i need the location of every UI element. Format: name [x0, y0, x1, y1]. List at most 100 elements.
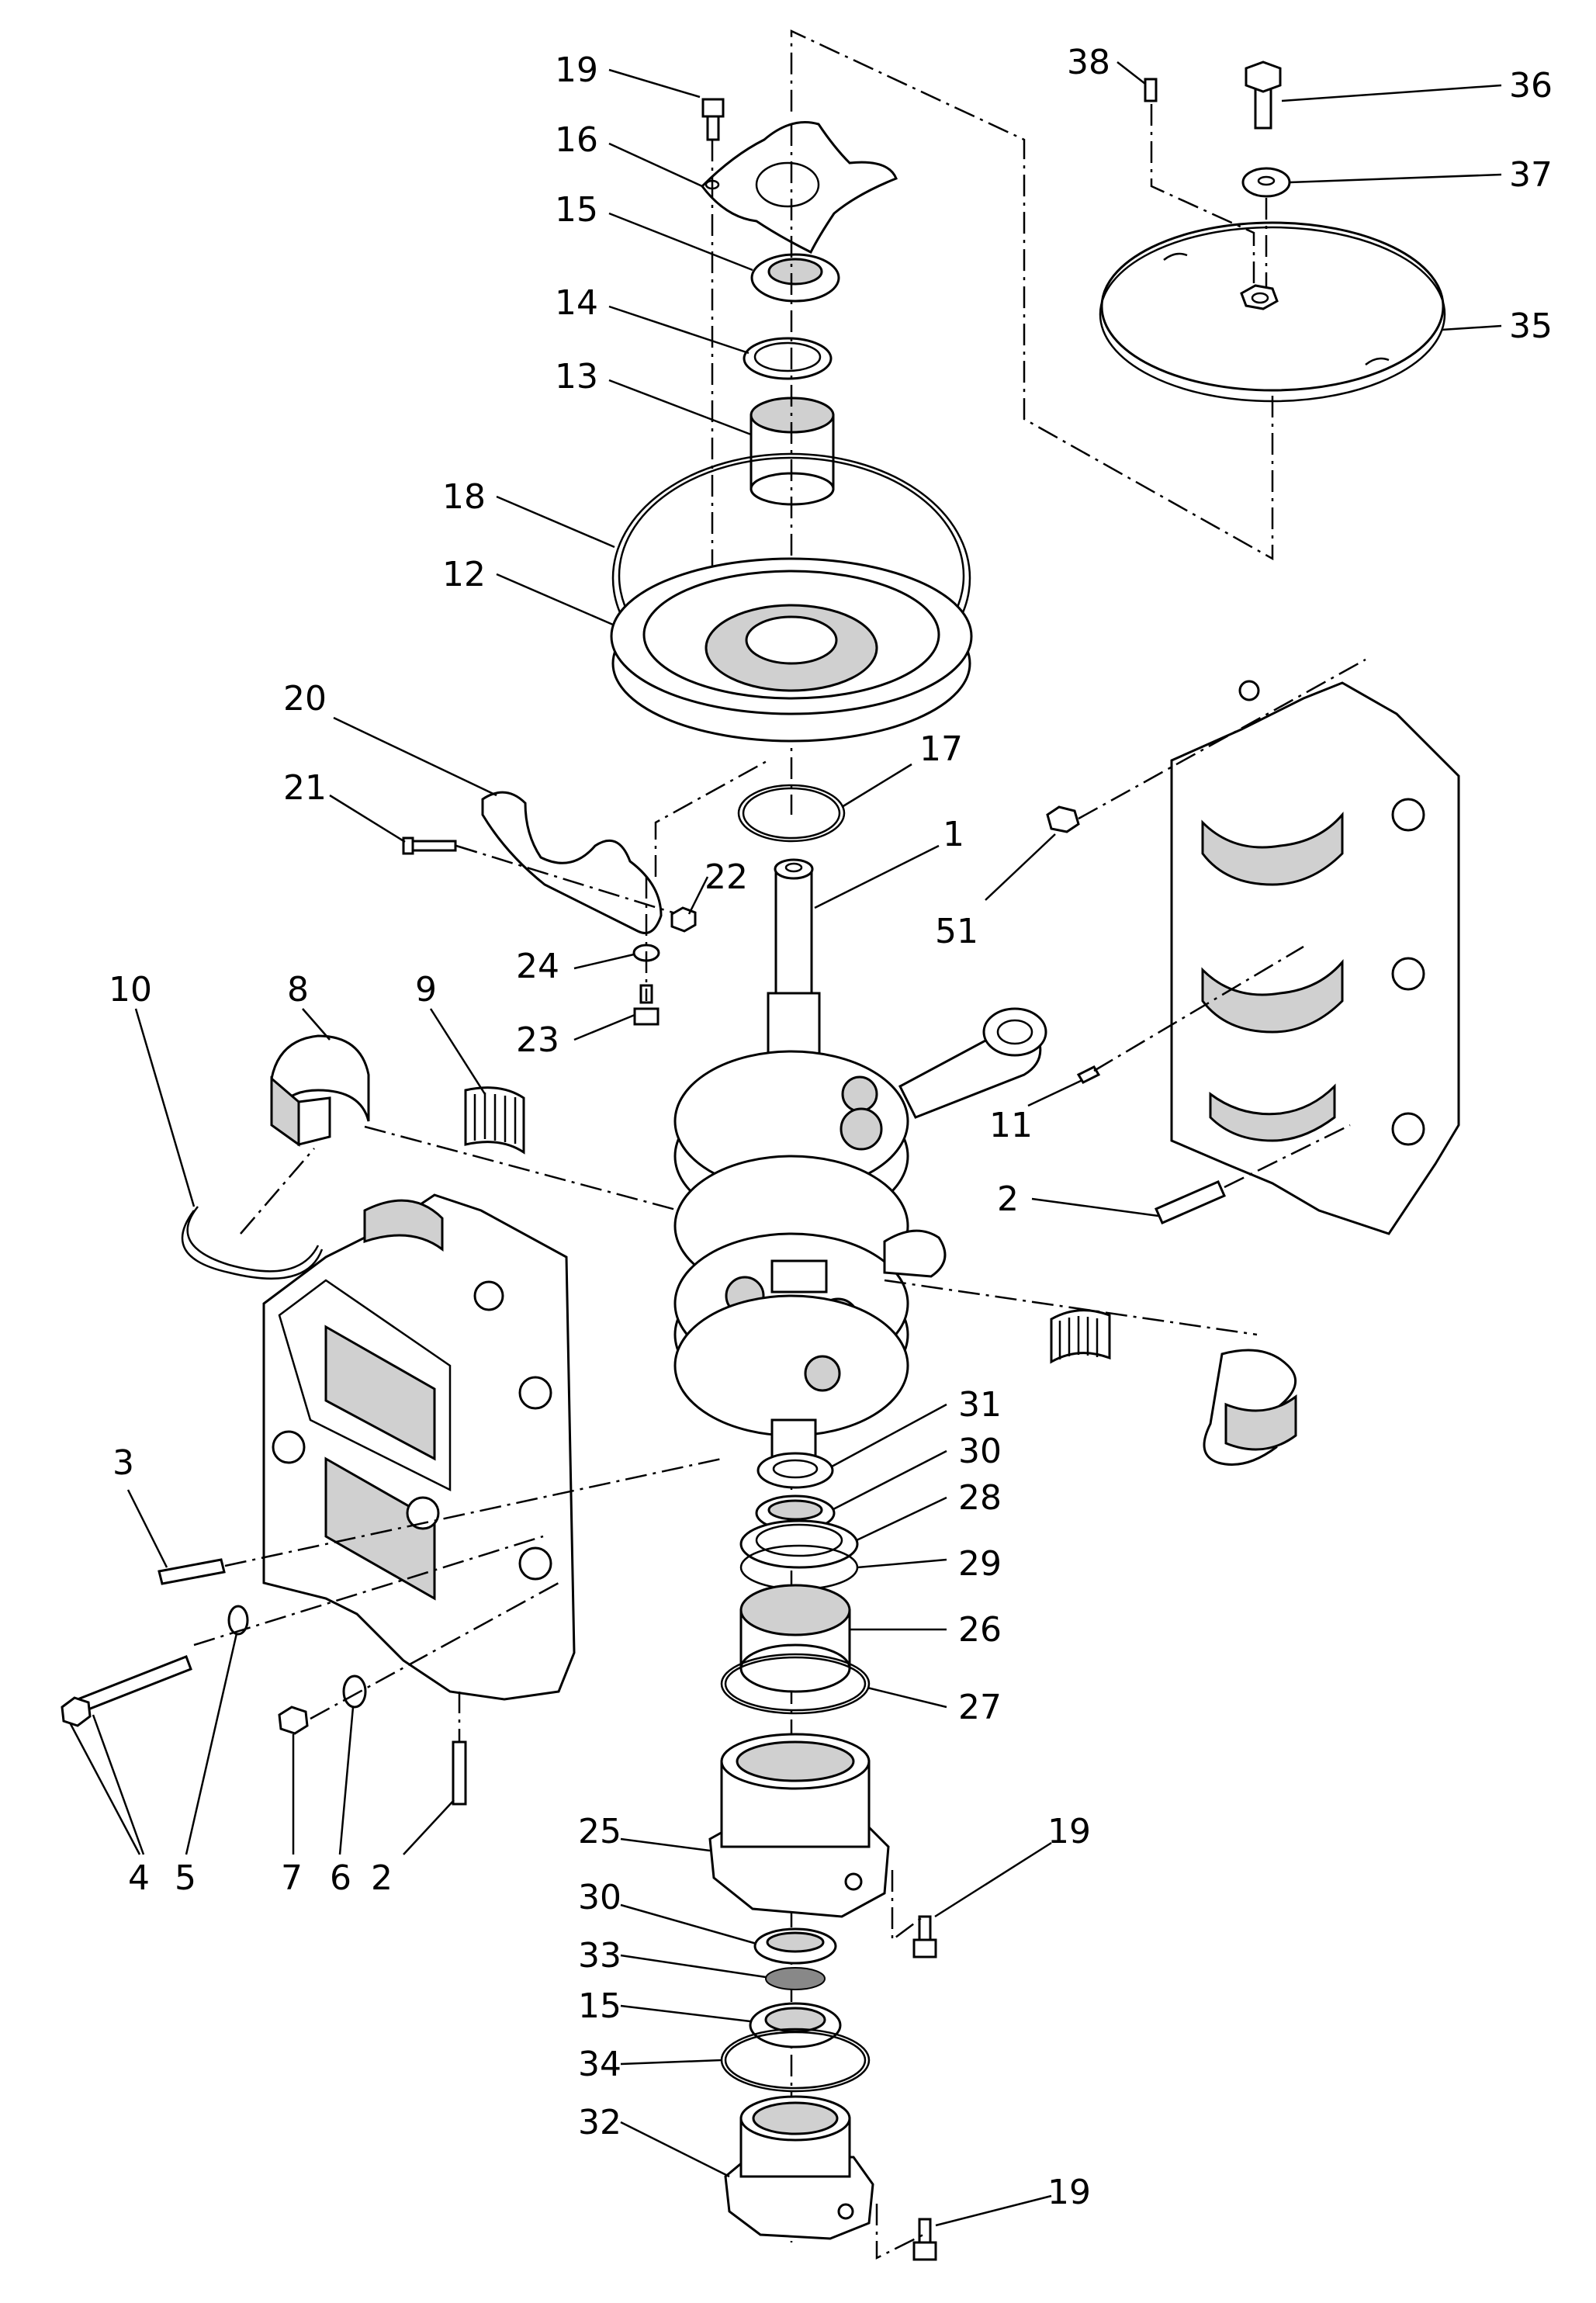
callout-37: 37 — [1509, 155, 1553, 195]
stator-base-12-boss — [745, 615, 838, 665]
seal-30-upper-inner — [767, 1499, 823, 1521]
callout-51: 51 — [935, 912, 978, 951]
callout-36: 36 — [1509, 66, 1553, 106]
callout-19-mid: 19 — [1047, 1812, 1091, 1851]
washer-31 — [756, 1452, 834, 1489]
callout-18: 18 — [442, 477, 486, 517]
dowel-2-right — [1155, 1180, 1226, 1224]
crank-top-end — [774, 858, 814, 880]
bolt-4-head — [61, 1696, 92, 1727]
bearing-right-needles — [1058, 1316, 1099, 1359]
washer-37-hole — [1257, 175, 1276, 186]
callout-15-top: 15 — [555, 190, 598, 230]
crankcase-left-boss-1 — [518, 1376, 552, 1410]
crankcase-right — [1046, 658, 1460, 1235]
callout-38: 38 — [1067, 43, 1110, 82]
crankcase-right-boss-4 — [1238, 680, 1260, 701]
bolt-19-bottom-axis — [875, 2204, 924, 2260]
crankcase-left-boss-3 — [473, 1280, 504, 1311]
washer-37 — [1241, 167, 1291, 198]
callout-14: 14 — [555, 283, 598, 323]
crankcase-right-boss-2 — [1391, 957, 1425, 991]
oil-seal-15-lower-inner — [764, 2007, 826, 2033]
bearing-axis-lower — [884, 1279, 1258, 1336]
leader-5 — [185, 1633, 238, 1855]
leader-19-mid — [934, 1841, 1052, 1918]
leader-9 — [429, 1008, 486, 1095]
bolt-36-head — [1245, 61, 1282, 93]
bolt-23 — [633, 984, 660, 1026]
callout-12: 12 — [442, 555, 486, 594]
leader-28 — [856, 1496, 947, 1542]
cam-to-base-axis — [654, 759, 769, 877]
leader-3 — [126, 1489, 168, 1568]
nut-7-axis — [310, 1581, 559, 1720]
leader-37 — [1289, 173, 1502, 184]
ball-bearing-26-top — [739, 1584, 851, 1636]
callout-26: 26 — [958, 1610, 1002, 1650]
leader-14 — [608, 305, 750, 355]
crankcase-left-hole-1 — [272, 1430, 306, 1464]
snap-ring-10-b — [181, 1210, 324, 1280]
o-ring-17 — [737, 784, 846, 843]
rod-big-end — [982, 1007, 1047, 1057]
callout-5: 5 — [175, 1858, 196, 1898]
crankshaft-group — [673, 858, 1047, 1468]
bearing-right-needle — [1050, 1309, 1111, 1364]
leader-31 — [831, 1403, 947, 1468]
o-ring-27 — [720, 1653, 871, 1715]
leader-20 — [333, 716, 497, 797]
flywheel-nut — [1240, 284, 1279, 310]
pin-11-axis — [1093, 945, 1304, 1072]
callout-2-right: 2 — [997, 1179, 1019, 1219]
crankcase-left-window-2 — [324, 1456, 436, 1601]
leader-23 — [573, 1013, 635, 1041]
callout-17: 17 — [919, 729, 963, 769]
bearing-shells-left — [181, 1034, 1258, 1336]
washer-31-inner — [772, 1459, 819, 1479]
bearing-9-needles — [473, 1093, 517, 1144]
leader-29 — [857, 1558, 947, 1569]
lower-housing-group — [708, 1733, 937, 2093]
cover-to-crank-axis — [790, 29, 1274, 561]
ring-14-inner — [753, 341, 822, 372]
leader-19-top — [608, 68, 701, 99]
dowel-3-axis — [224, 1457, 722, 1567]
leader-8 — [302, 1008, 331, 1041]
leader-4a — [68, 1722, 141, 1855]
flywheel-cover-group — [790, 29, 1446, 561]
housing-32-top-inner — [752, 2101, 839, 2135]
callout-21: 21 — [283, 768, 327, 808]
crankcase-left — [61, 1193, 722, 1806]
crank-taper-upper — [774, 868, 813, 995]
callout-31: 31 — [958, 1385, 1002, 1425]
callout-25: 25 — [578, 1812, 621, 1851]
callout-20: 20 — [283, 679, 327, 719]
callout-29: 29 — [958, 1544, 1002, 1584]
bottom-housing-group — [724, 2095, 937, 2261]
lower-bearing-stack — [720, 1452, 871, 2242]
shell-right-front — [1224, 1394, 1297, 1451]
rod-2 — [883, 1229, 947, 1278]
bolt-21 — [402, 836, 457, 855]
callout-labels: 19 16 15 14 13 18 12 20 17 21 1 22 51 24… — [109, 43, 1553, 2212]
shell-8-lower — [297, 1096, 331, 1146]
nut-22 — [670, 906, 697, 933]
leader-12 — [496, 573, 614, 626]
bolt-19-top — [701, 98, 725, 141]
callout-19-top: 19 — [555, 50, 598, 90]
callout-23: 23 — [516, 1020, 559, 1060]
leader-6 — [338, 1706, 355, 1855]
bearing-shells-right — [1050, 1309, 1297, 1466]
washer-5 — [227, 1605, 249, 1636]
bearing-axis-upper — [364, 1125, 680, 1212]
callout-27: 27 — [958, 1688, 1002, 1727]
crankcase-right-bore-1 — [1201, 811, 1344, 886]
callout-33: 33 — [578, 1936, 621, 1976]
crankcase-left-window-1 — [324, 1325, 436, 1461]
leader-22 — [687, 876, 709, 915]
callout-4: 4 — [128, 1858, 150, 1898]
callout-1: 1 — [943, 815, 964, 854]
leader-32 — [620, 2121, 730, 2178]
